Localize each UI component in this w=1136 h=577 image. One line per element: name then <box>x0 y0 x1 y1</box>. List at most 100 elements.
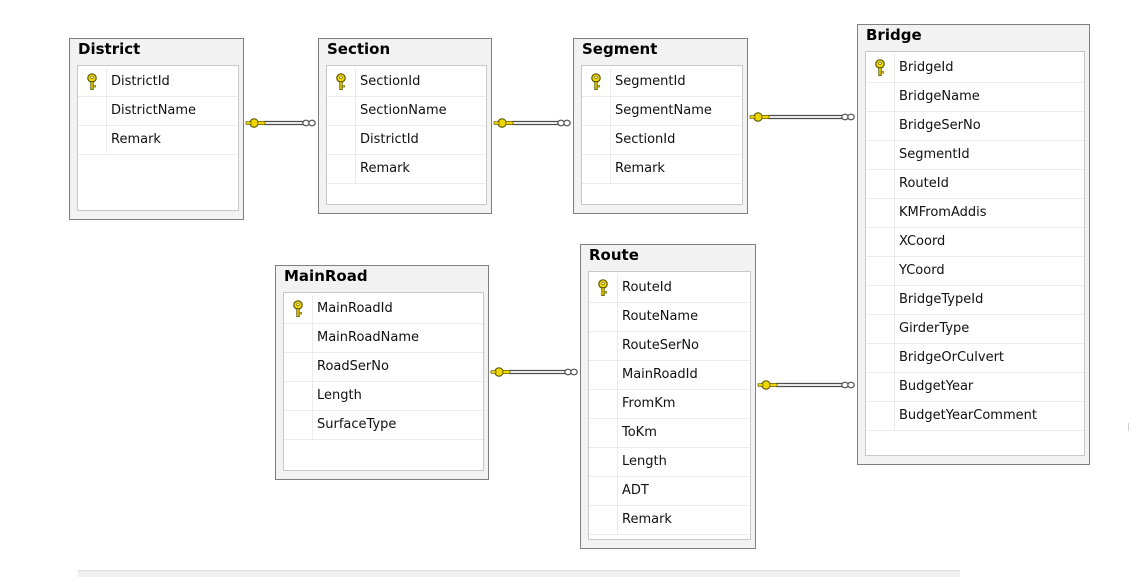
column-name: KMFromAddis <box>899 205 987 220</box>
column-name: ADT <box>622 483 649 498</box>
column-row[interactable]: SectionId <box>327 68 486 97</box>
column-name: Remark <box>622 512 672 527</box>
column-row[interactable]: DistrictId <box>78 68 238 97</box>
column-row[interactable]: KMFromAddis <box>866 199 1084 228</box>
column-row[interactable]: DistrictName <box>78 97 238 126</box>
column-row[interactable]: RouteId <box>589 274 750 303</box>
column-row[interactable]: Length <box>284 382 483 411</box>
column-row[interactable]: BridgeId <box>866 54 1084 83</box>
column-row[interactable]: Remark <box>327 155 486 184</box>
column-row[interactable]: BridgeName <box>866 83 1084 112</box>
column-row[interactable]: SegmentName <box>582 97 742 126</box>
column-row[interactable]: RouteSerNo <box>589 332 750 361</box>
column-name: YCoord <box>899 263 945 278</box>
column-row[interactable]: XCoord <box>866 228 1084 257</box>
horizontal-scrollbar[interactable] <box>78 570 960 577</box>
column-row[interactable]: RouteId <box>866 170 1084 199</box>
column-name: BudgetYearComment <box>899 408 1037 423</box>
key-icon <box>336 73 346 91</box>
column-name: XCoord <box>899 234 946 249</box>
relationship-route-bridge <box>757 380 855 390</box>
key-icon <box>875 59 885 77</box>
column-row[interactable]: ToKm <box>589 419 750 448</box>
column-name: DistrictName <box>111 103 197 118</box>
column-name: RoadSerNo <box>317 359 389 374</box>
column-row[interactable]: BridgeOrCulvert <box>866 344 1084 373</box>
column-name: SectionName <box>360 103 447 118</box>
column-row[interactable]: GirderType <box>866 315 1084 344</box>
column-row[interactable]: SectionId <box>582 126 742 155</box>
column-row[interactable]: MainRoadName <box>284 324 483 353</box>
column-name: BridgeOrCulvert <box>899 350 1005 365</box>
column-name: FromKm <box>622 396 676 411</box>
column-name: ToKm <box>622 425 657 440</box>
relationship-section-segment <box>493 118 571 128</box>
column-name: RouteSerNo <box>622 338 700 353</box>
column-row[interactable]: Remark <box>589 506 750 535</box>
column-row[interactable]: BridgeSerNo <box>866 112 1084 141</box>
column-row[interactable]: SegmentId <box>866 141 1084 170</box>
table-title: Bridge <box>866 26 922 44</box>
table-title: MainRoad <box>284 267 368 285</box>
column-name: SegmentId <box>899 147 970 162</box>
column-name: MainRoadName <box>317 330 420 345</box>
column-row[interactable]: MainRoadId <box>589 361 750 390</box>
column-row[interactable]: SurfaceType <box>284 411 483 440</box>
column-row[interactable]: YCoord <box>866 257 1084 286</box>
column-row[interactable]: ADT <box>589 477 750 506</box>
column-name: Length <box>317 388 362 403</box>
column-row[interactable]: SectionName <box>327 97 486 126</box>
column-row[interactable]: Remark <box>582 155 742 184</box>
column-row[interactable]: MainRoadId <box>284 295 483 324</box>
column-name: BudgetYear <box>899 379 974 394</box>
column-name: DistrictId <box>111 74 170 89</box>
relationship-segment-bridge <box>749 112 855 122</box>
key-icon <box>293 300 303 318</box>
column-name: Length <box>622 454 667 469</box>
column-name: RouteId <box>899 176 949 191</box>
vertical-scrollbar-edge[interactable] <box>1128 423 1136 431</box>
column-row[interactable]: SegmentId <box>582 68 742 97</box>
column-row[interactable]: Remark <box>78 126 238 155</box>
column-row[interactable]: RoadSerNo <box>284 353 483 382</box>
column-name: RouteId <box>622 280 672 295</box>
relationship-mainroad-route <box>490 367 578 377</box>
column-name: DistrictId <box>360 132 419 147</box>
column-row[interactable]: DistrictId <box>327 126 486 155</box>
column-row[interactable]: BridgeTypeId <box>866 286 1084 315</box>
column-row[interactable]: BudgetYear <box>866 373 1084 402</box>
column-row[interactable]: Length <box>589 448 750 477</box>
relationship-district-section <box>245 118 316 128</box>
key-icon <box>591 73 601 91</box>
column-name: BridgeTypeId <box>899 292 984 307</box>
column-name: SurfaceType <box>317 417 397 432</box>
column-name: SectionId <box>360 74 421 89</box>
column-row[interactable]: FromKm <box>589 390 750 419</box>
column-name: MainRoadId <box>317 301 393 316</box>
key-icon <box>87 73 97 91</box>
column-row[interactable]: RouteName <box>589 303 750 332</box>
column-name: Remark <box>615 161 665 176</box>
table-title: Route <box>589 246 639 264</box>
column-row[interactable]: BudgetYearComment <box>866 402 1084 431</box>
column-name: GirderType <box>899 321 970 336</box>
table-title: Segment <box>582 40 658 58</box>
